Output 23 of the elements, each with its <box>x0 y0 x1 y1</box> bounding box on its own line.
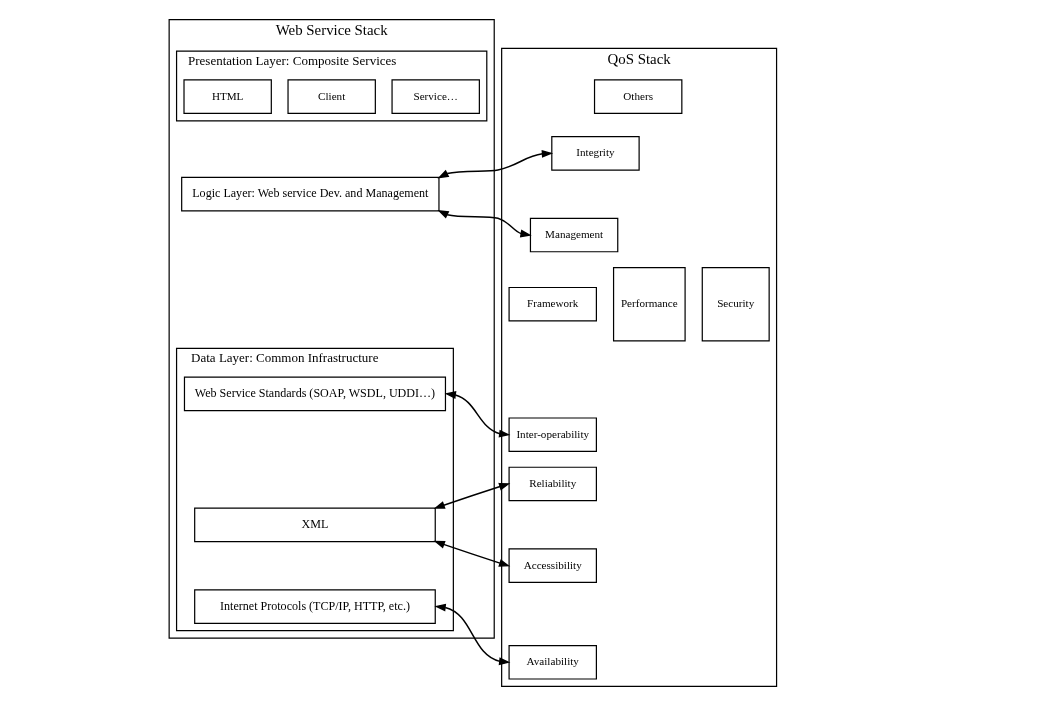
arrow <box>433 540 510 567</box>
node-box: Reliability <box>508 466 597 502</box>
node-box: Framework <box>508 286 597 322</box>
node-box: Service… <box>390 79 480 114</box>
node-box: Integrity <box>550 136 640 171</box>
node-box: Security <box>701 266 770 342</box>
arrow <box>433 482 510 509</box>
node-box: Internet Protocols (TCP/IP, HTTP, etc.) <box>193 589 436 624</box>
node-box: Logic Layer: Web service Dev. and Management <box>180 176 440 212</box>
arrow <box>433 603 510 666</box>
node-box: Performance <box>612 266 686 342</box>
arrow <box>436 149 553 179</box>
arrow <box>444 391 510 438</box>
node-box: XML <box>193 507 436 543</box>
node-box: Management <box>529 217 618 253</box>
node-box: Availability <box>508 644 597 680</box>
node-box: Client <box>286 79 376 114</box>
node-box: Accessibility <box>508 548 597 583</box>
arrow <box>436 209 532 238</box>
node-box: Inter-operability <box>508 417 597 453</box>
node-box: Others <box>593 79 682 114</box>
node-box: HTML <box>182 79 272 114</box>
node-box: Web Service Standards (SOAP, WSDL, UDDI…) <box>183 376 446 412</box>
